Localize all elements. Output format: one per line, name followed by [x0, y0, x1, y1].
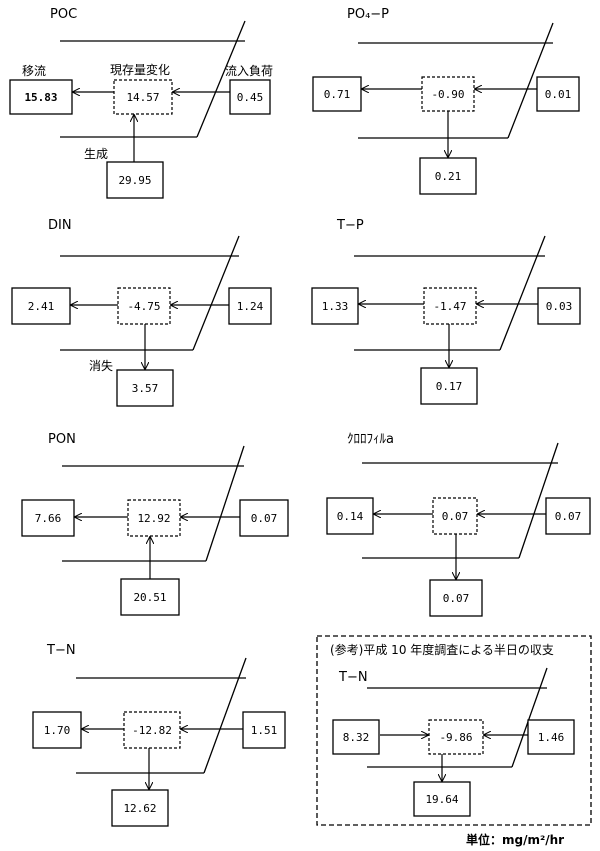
inflow-box	[239, 499, 289, 537]
change-value: 14.57	[126, 91, 159, 104]
inflow-box	[527, 719, 575, 755]
inflow-value: 0.45	[237, 91, 264, 104]
loss-box	[413, 781, 471, 817]
panel-po4p: PO₄−P 0.71 -0.90 0.01 0.21	[312, 7, 580, 195]
production-box	[106, 161, 164, 199]
export-value: 15.83	[24, 91, 57, 104]
change-value: -4.75	[127, 300, 160, 313]
loss-box	[420, 367, 478, 405]
change-box	[423, 287, 477, 325]
loss-value: 0.21	[435, 170, 462, 183]
change-value: -9.86	[439, 731, 472, 744]
panel-title: PON	[48, 432, 76, 447]
basin-diagonal-line	[192, 235, 240, 351]
inflow-box	[537, 287, 581, 325]
inflow-box	[228, 287, 272, 325]
inflow-value: 0.07	[251, 512, 278, 525]
reference-heading: (参考)平成 10 年度調査による半日の収支	[330, 642, 554, 657]
panel-reference: (参考)平成 10 年度調査による半日の収支 T−N 8.32 -9.86 1.…	[316, 635, 592, 826]
change-value: -1.47	[433, 300, 466, 313]
loss-value: 19.64	[425, 793, 458, 806]
inflow-value: 1.46	[538, 731, 565, 744]
basin-diagonal-line	[203, 657, 247, 774]
change-box	[127, 499, 181, 537]
inflow-value: 0.01	[545, 88, 572, 101]
export-value: 0.14	[337, 510, 364, 523]
export-value: 1.33	[322, 300, 349, 313]
basin-diagonal-line	[499, 235, 546, 351]
loss-box	[429, 579, 483, 617]
change-box	[117, 287, 171, 325]
export-value: 0.71	[324, 88, 351, 101]
inflow-box	[229, 79, 271, 115]
production-value: 20.51	[133, 591, 166, 604]
loss-label: 消失	[89, 358, 113, 373]
import-value: 8.32	[343, 731, 370, 744]
inflow-box	[242, 711, 286, 749]
export-box	[9, 79, 73, 115]
panel-pon: PON 7.66 12.92 0.07 20.51	[21, 432, 289, 616]
panel-din: DIN 2.41 -4.75 1.24 消失 3.57	[11, 218, 272, 407]
export-box	[11, 287, 71, 325]
basin-diagonal-line	[511, 667, 548, 768]
panel-title: T−N	[338, 670, 368, 685]
export-value: 7.66	[35, 512, 62, 525]
panel-title: PO₄−P	[347, 7, 389, 22]
panel-tp: T−P 1.33 -1.47 0.03 0.17	[311, 218, 581, 405]
basin-diagonal-line	[196, 20, 246, 138]
change-box	[432, 497, 478, 535]
export-value: 2.41	[28, 300, 55, 313]
change-value: -12.82	[132, 724, 172, 737]
unit-label: 単位：mg/m²/hr	[466, 832, 564, 847]
production-label: 生成	[84, 147, 108, 161]
change-box	[428, 719, 484, 755]
export-box	[326, 497, 374, 535]
panel-title: ｸﾛﾛﾌｨﾙa	[347, 432, 394, 447]
reference-frame	[316, 635, 592, 826]
basin-diagonal-line	[518, 442, 559, 559]
export-label: 移流	[22, 64, 46, 78]
change-box	[421, 76, 475, 112]
panel-chlorophyll-a: ｸﾛﾛﾌｨﾙa 0.14 0.07 0.07 0.07	[326, 432, 591, 617]
import-box	[332, 719, 380, 755]
basin-diagonal-line	[205, 445, 245, 562]
basin-diagonal-line	[507, 22, 554, 139]
export-box	[311, 287, 359, 325]
panel-title: T−N	[46, 643, 76, 658]
export-box	[32, 711, 82, 749]
change-box	[113, 79, 173, 115]
export-box	[21, 499, 75, 537]
panel-poc: POC 移流 現存量変化 流入負荷 生成 15.83 14.57 0.45 29…	[9, 7, 273, 199]
change-value: 12.92	[137, 512, 170, 525]
export-value: 1.70	[44, 724, 71, 737]
inflow-box	[536, 76, 580, 112]
change-label: 現存量変化	[110, 62, 170, 77]
inflow-value: 1.51	[251, 724, 278, 737]
loss-value: 0.17	[436, 380, 463, 393]
inflow-box	[545, 497, 591, 535]
panel-title: DIN	[48, 218, 72, 233]
panel-tn: T−N 1.70 -12.82 1.51 12.62	[32, 643, 286, 827]
loss-value: 12.62	[123, 802, 156, 815]
loss-box	[111, 789, 169, 827]
inflow-value: 0.03	[546, 300, 573, 313]
loss-box	[419, 157, 477, 195]
panel-title: POC	[50, 7, 77, 22]
loss-value: 3.57	[132, 382, 159, 395]
inflow-value: 1.24	[237, 300, 264, 313]
change-value: -0.90	[431, 88, 464, 101]
change-value: 0.07	[442, 510, 469, 523]
inflow-value: 0.07	[555, 510, 582, 523]
loss-value: 0.07	[443, 592, 470, 605]
inflow-label: 流入負荷	[225, 64, 273, 78]
loss-box	[116, 369, 174, 407]
export-box	[312, 76, 362, 112]
change-box	[123, 711, 181, 749]
panel-title: T−P	[336, 218, 364, 233]
production-value: 29.95	[118, 174, 151, 187]
